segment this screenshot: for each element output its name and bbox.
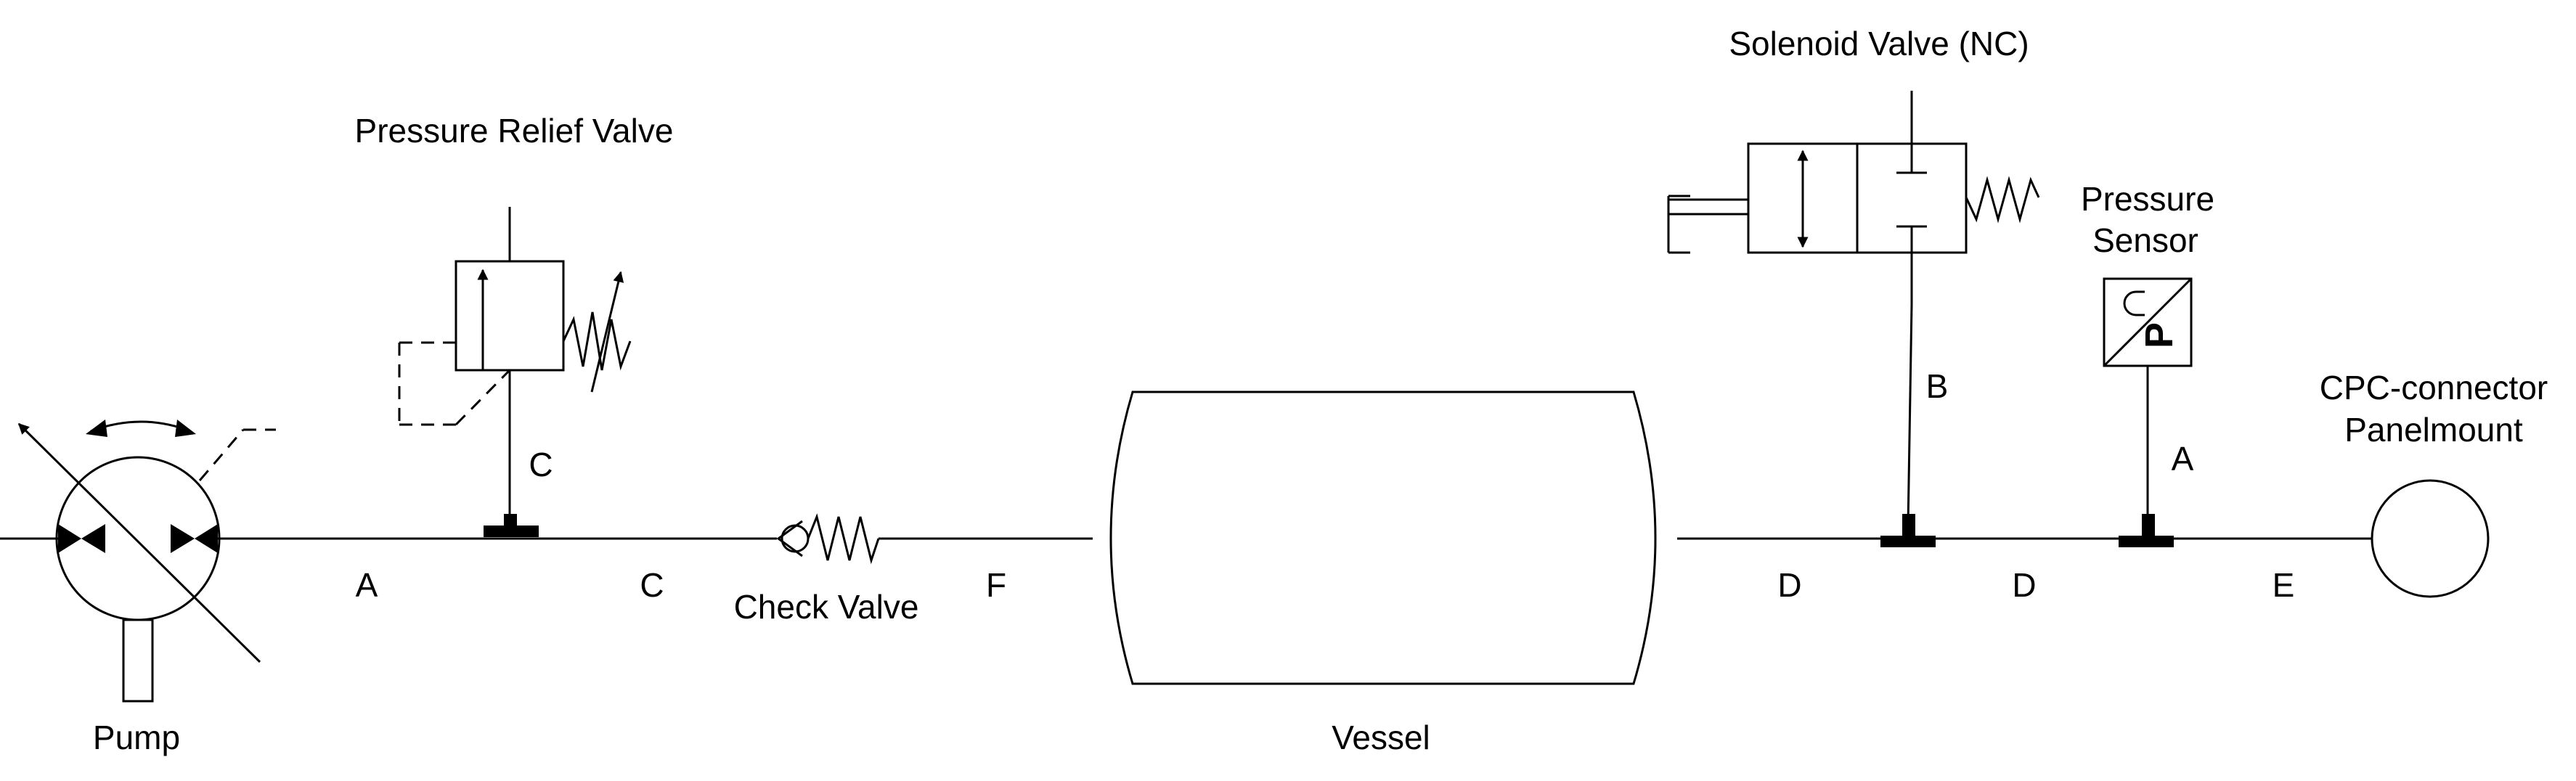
pressure-sensor-label-line2: Sensor xyxy=(2092,221,2198,259)
pressure-relief-valve-label: Pressure Relief Valve xyxy=(355,112,674,150)
check-valve-label: Check Valve xyxy=(734,588,919,626)
cpc-connector-symbol xyxy=(2371,479,2490,598)
pressure-sensor-label-line1: Pressure xyxy=(2081,180,2214,218)
pressure-relief-valve-symbol xyxy=(398,207,632,537)
line-label-d-1: D xyxy=(1777,566,1801,604)
pump-label: Pump xyxy=(93,719,180,756)
solenoid-valve-symbol xyxy=(1667,91,2040,547)
cpc-connector-label-line1: CPC-connector xyxy=(2320,369,2548,406)
line-label-c-main: C xyxy=(640,566,664,604)
cpc-connector-label-line2: Panelmount xyxy=(2344,411,2523,449)
line-label-a-sensor: A xyxy=(2172,440,2194,478)
pressure-sensor-letter: P xyxy=(2137,322,2181,348)
check-valve-symbol xyxy=(776,513,880,565)
vessel-label: Vessel xyxy=(1332,719,1430,756)
line-label-a-pump: A xyxy=(356,566,378,604)
line-label-b: B xyxy=(1926,367,1949,405)
pump-symbol xyxy=(17,420,276,703)
pressure-sensor-symbol xyxy=(2103,277,2193,547)
line-label-f: F xyxy=(986,566,1006,604)
line-label-e: E xyxy=(2273,566,2295,604)
line-label-c-branch: C xyxy=(529,446,553,483)
vessel-symbol xyxy=(1109,390,1657,685)
line-label-d-2: D xyxy=(2012,566,2036,604)
solenoid-valve-label: Solenoid Valve (NC) xyxy=(1729,25,2029,62)
